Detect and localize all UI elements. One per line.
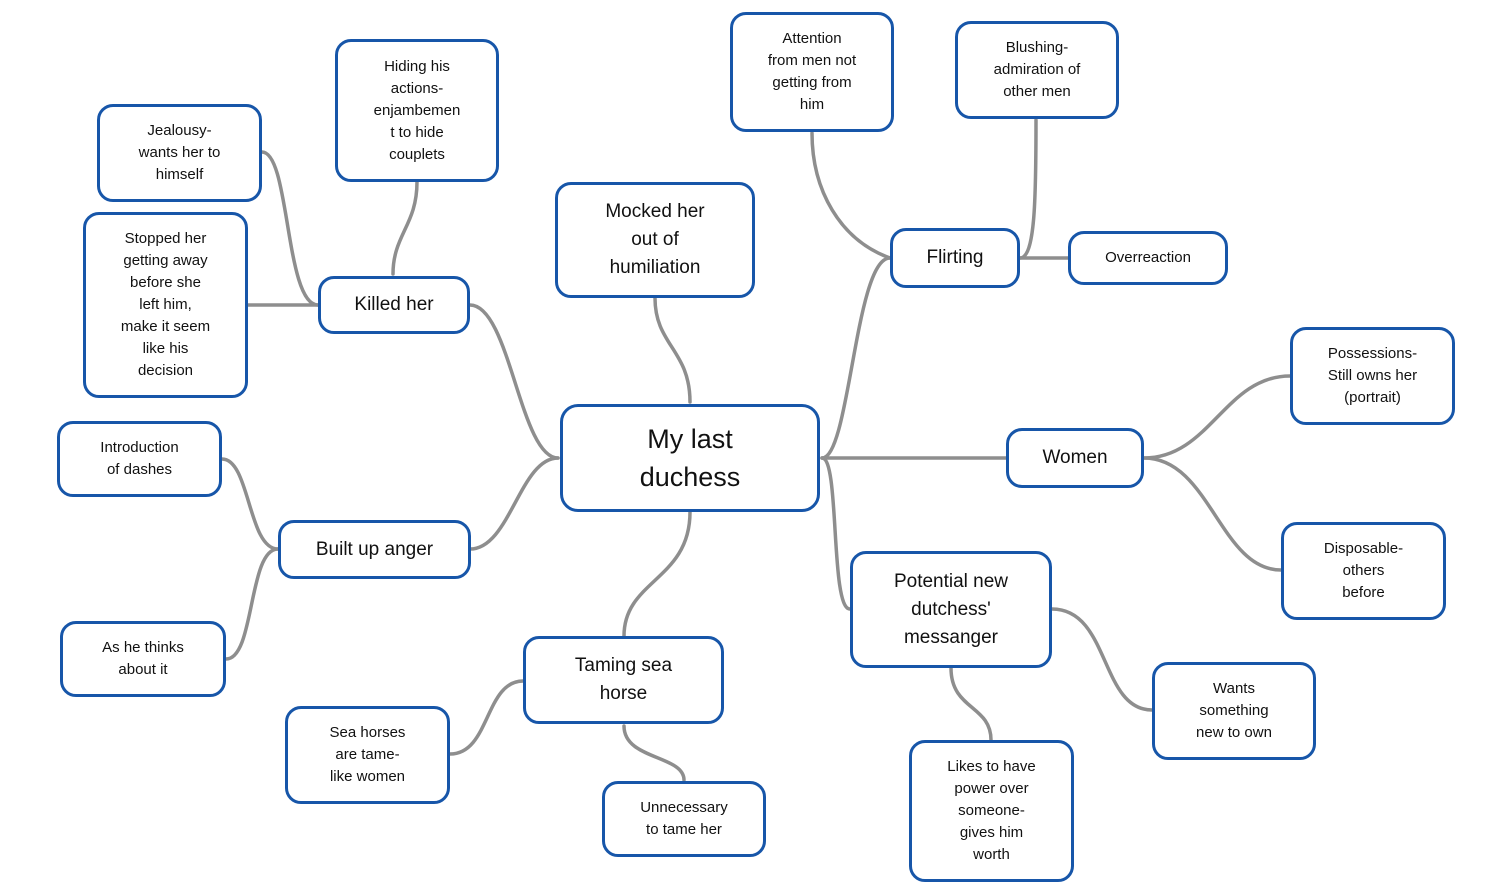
leaf-likes-power[interactable]: Likes to have power over someone- gives … bbox=[909, 740, 1074, 882]
leaf-label: Attention from men not getting from him bbox=[767, 30, 857, 113]
link-taming-seahorses bbox=[448, 679, 525, 756]
leaf-label: Possessions- Still owns her (portrait) bbox=[1327, 345, 1418, 406]
leaf-possessions[interactable]: Possessions- Still owns her (portrait) bbox=[1290, 327, 1455, 425]
root-node-label: My last duchess bbox=[639, 424, 741, 492]
link-taming-unnecessary bbox=[622, 724, 686, 782]
leaf-label: Blushing- admiration of other men bbox=[993, 39, 1081, 100]
topic-flirting[interactable]: Flirting bbox=[890, 228, 1020, 288]
leaf-overreaction[interactable]: Overreaction bbox=[1068, 231, 1228, 285]
link-root-flirting bbox=[820, 256, 892, 460]
leaf-label: Unnecessary to tame her bbox=[640, 799, 728, 838]
topic-killed-her[interactable]: Killed her bbox=[318, 276, 470, 334]
leaf-blushing[interactable]: Blushing- admiration of other men bbox=[955, 21, 1119, 119]
link-flirting-blushing bbox=[1018, 118, 1038, 260]
leaf-label: Overreaction bbox=[1105, 249, 1191, 266]
link-anger-intro bbox=[220, 457, 280, 551]
link-women-possessions bbox=[1142, 374, 1292, 460]
leaf-unnecessary[interactable]: Unnecessary to tame her bbox=[602, 781, 766, 857]
leaf-as-he-thinks[interactable]: As he thinks about it bbox=[60, 621, 226, 697]
leaf-label: As he thinks about it bbox=[102, 639, 184, 678]
leaf-label: Stopped her getting away before she left… bbox=[120, 230, 211, 379]
leaf-label: Sea horses are tame- like women bbox=[329, 724, 406, 785]
topic-built-up-anger[interactable]: Built up anger bbox=[278, 520, 471, 579]
link-anger-thinks bbox=[224, 547, 280, 661]
leaf-attention-from-men[interactable]: Attention from men not getting from him bbox=[730, 12, 894, 132]
link-killed-jealousy bbox=[260, 150, 320, 307]
link-women-disposable bbox=[1142, 456, 1283, 572]
link-root-potential bbox=[820, 456, 852, 611]
leaf-label: Disposable- others before bbox=[1323, 540, 1404, 601]
link-root-built-up-anger bbox=[468, 456, 560, 551]
leaf-disposable[interactable]: Disposable- others before bbox=[1281, 522, 1446, 620]
topic-potential-new-dutchess[interactable]: Potential new dutchess' messanger bbox=[850, 551, 1052, 668]
leaf-introduction-of-dashes[interactable]: Introduction of dashes bbox=[57, 421, 222, 497]
leaf-label: Introduction of dashes bbox=[100, 439, 179, 478]
leaf-label: Wants something new to own bbox=[1196, 680, 1272, 741]
topic-label: Killed her bbox=[354, 294, 434, 315]
link-root-taming bbox=[622, 510, 692, 638]
topic-label: Flirting bbox=[926, 247, 984, 268]
topic-label: Potential new dutchess' messanger bbox=[893, 570, 1009, 648]
link-potential-wants bbox=[1050, 607, 1154, 712]
topic-label: Women bbox=[1042, 447, 1108, 468]
link-potential-likes bbox=[949, 666, 993, 742]
link-root-killed-her bbox=[468, 303, 560, 460]
link-flirting-attention bbox=[810, 131, 892, 260]
leaf-jealousy[interactable]: Jealousy- wants her to himself bbox=[97, 104, 262, 202]
topic-label: Built up anger bbox=[315, 538, 434, 560]
root-node[interactable]: My last duchess bbox=[560, 404, 820, 512]
topic-taming-sea-horse[interactable]: Taming sea horse bbox=[523, 636, 724, 724]
leaf-stopped-her[interactable]: Stopped her getting away before she left… bbox=[83, 212, 248, 398]
leaf-label: Hiding his actions- enjambemen t to hide… bbox=[373, 57, 461, 163]
topic-mocked-her[interactable]: Mocked her out of humiliation bbox=[555, 182, 755, 298]
leaf-hiding-his-actions[interactable]: Hiding his actions- enjambemen t to hide… bbox=[335, 39, 499, 182]
topic-label: Mocked her out of humiliation bbox=[605, 201, 705, 278]
leaf-sea-horses-tame[interactable]: Sea horses are tame- like women bbox=[285, 706, 450, 804]
link-root-mocked bbox=[653, 296, 692, 404]
topic-label: Taming sea horse bbox=[574, 655, 673, 704]
leaf-label: Likes to have power over someone- gives … bbox=[947, 758, 1036, 863]
leaf-label: Jealousy- wants her to himself bbox=[138, 122, 221, 183]
link-killed-hiding bbox=[391, 180, 419, 276]
topic-women[interactable]: Women bbox=[1006, 428, 1144, 488]
leaf-wants-something-new[interactable]: Wants something new to own bbox=[1152, 662, 1316, 760]
